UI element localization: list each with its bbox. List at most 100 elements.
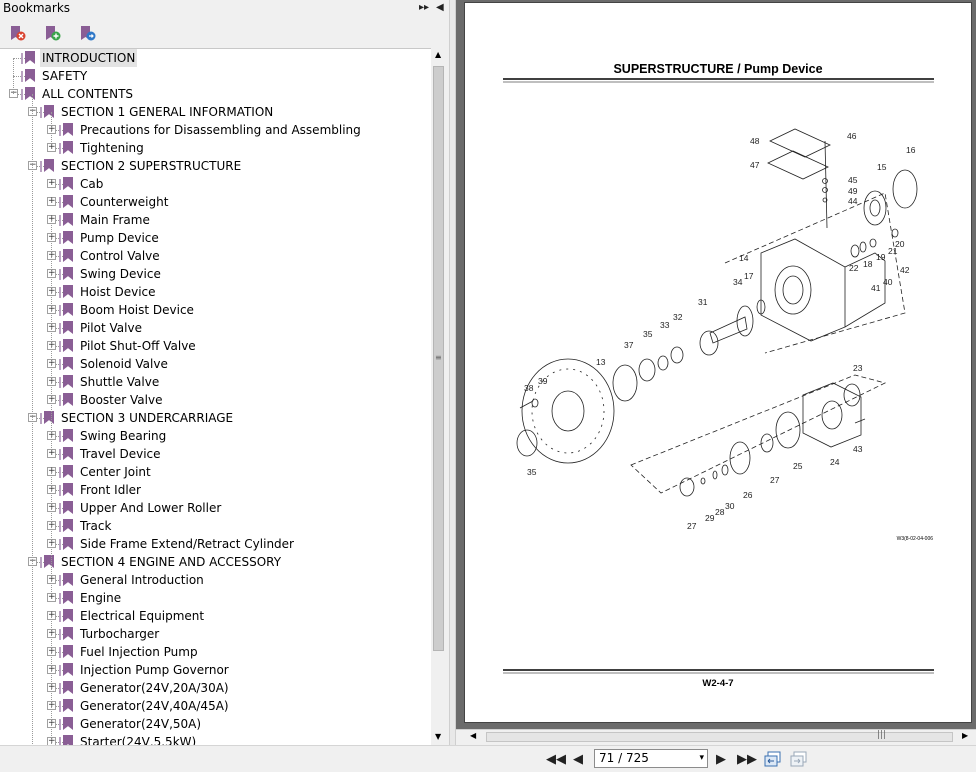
part-number: 49 bbox=[848, 186, 858, 196]
previous-view-icon[interactable] bbox=[764, 751, 782, 770]
bookmark-icon bbox=[59, 699, 73, 712]
bookmark-item[interactable]: +Main Frame bbox=[0, 211, 431, 229]
bookmark-icon bbox=[59, 483, 73, 496]
next-view-icon[interactable] bbox=[790, 751, 808, 770]
delete-bookmark-icon[interactable] bbox=[10, 25, 26, 43]
next-page-button[interactable]: ▶ bbox=[716, 752, 726, 767]
tree-guide-line bbox=[51, 472, 52, 594]
bookmark-item[interactable]: +Booster Valve bbox=[0, 391, 431, 409]
bookmark-item[interactable]: +Pilot Valve bbox=[0, 319, 431, 337]
bookmark-item[interactable]: + Counterweight bbox=[0, 193, 431, 211]
bookmark-icon bbox=[40, 411, 54, 424]
bookmark-item[interactable]: SAFETY bbox=[0, 67, 431, 85]
panel-options-icon[interactable]: ▸▸ bbox=[419, 2, 430, 13]
bookmark-label: Fuel Injection Pump bbox=[80, 645, 198, 659]
part-number: 29 bbox=[705, 513, 715, 523]
last-page-button[interactable]: ▶▶ bbox=[737, 752, 757, 767]
bookmark-item[interactable]: +Pilot Shut-Off Valve bbox=[0, 337, 431, 355]
bookmark-item[interactable]: INTRODUCTION bbox=[0, 49, 431, 67]
previous-page-button[interactable]: ◀ bbox=[573, 752, 583, 767]
bookmark-label: Main Frame bbox=[80, 213, 150, 227]
bookmark-label: Cab bbox=[80, 177, 104, 191]
bookmark-label: Pilot Valve bbox=[80, 321, 142, 335]
expand-node-icon[interactable]: + bbox=[47, 448, 56, 458]
bookmark-item[interactable]: −ALL CONTENTS bbox=[0, 85, 431, 103]
part-number: 35 bbox=[527, 467, 537, 477]
new-bookmark-icon[interactable] bbox=[45, 25, 61, 43]
bookmark-label: Engine bbox=[80, 591, 122, 605]
bookmark-item[interactable]: −SECTION 3 UNDERCARRIAGE bbox=[0, 409, 431, 427]
page-number-field[interactable]: 71 / 725 ▾ bbox=[594, 749, 708, 768]
bookmark-item[interactable]: −SECTION 4 ENGINE AND ACCESSORY bbox=[0, 553, 431, 571]
bookmark-icon bbox=[59, 123, 73, 136]
bookmark-item[interactable]: +Injection Pump Governor bbox=[0, 661, 431, 679]
panel-splitter[interactable] bbox=[449, 0, 456, 745]
bookmark-label: Upper And Lower Roller bbox=[80, 501, 222, 515]
bookmark-item[interactable]: +Generator(24V,20A/30A) bbox=[0, 679, 431, 697]
page-footer-number: W2-4-7 bbox=[702, 678, 733, 689]
pdf-page: SUPERSTRUCTURE / Pump Device bbox=[465, 3, 971, 722]
expand-node-icon[interactable]: + bbox=[47, 178, 56, 188]
bookmark-item[interactable]: +Starter(24V,5.5kW) bbox=[0, 733, 431, 745]
part-number: 21 bbox=[888, 246, 898, 256]
bookmark-item[interactable]: +Solenoid Valve bbox=[0, 355, 431, 373]
bookmark-item[interactable]: +Electrical Equipment bbox=[0, 607, 431, 625]
bookmark-item[interactable]: −SECTION 1 GENERAL INFORMATION bbox=[0, 103, 431, 121]
bookmark-item[interactable]: + Engine bbox=[0, 589, 431, 607]
bookmark-item[interactable]: +Upper And Lower Roller bbox=[0, 499, 431, 517]
chevron-down-icon[interactable]: ▾ bbox=[699, 753, 704, 763]
tree-guide-line bbox=[32, 94, 33, 745]
expand-node-icon[interactable]: + bbox=[47, 196, 56, 206]
bookmark-label: Turbocharger bbox=[80, 627, 160, 641]
document-scrollbar-thumb[interactable]: ||| bbox=[486, 730, 953, 742]
bookmark-item[interactable]: +Control Valve bbox=[0, 247, 431, 265]
bookmark-item[interactable]: +Track bbox=[0, 517, 431, 535]
bookmark-label: SAFETY bbox=[42, 69, 88, 83]
bookmark-item[interactable]: +Pump Device bbox=[0, 229, 431, 247]
bookmark-item[interactable]: +Turbocharger bbox=[0, 625, 431, 643]
bookmark-item[interactable]: +Center Joint bbox=[0, 463, 431, 481]
bookmark-options-icon[interactable] bbox=[80, 25, 96, 43]
bookmark-label: Track bbox=[80, 519, 112, 533]
bookmark-icon bbox=[59, 717, 73, 730]
bookmark-item[interactable]: + Tightening bbox=[0, 139, 431, 157]
bookmark-icon bbox=[59, 519, 73, 532]
part-number: 14 bbox=[739, 253, 749, 263]
bookmark-icon bbox=[59, 537, 73, 550]
expand-node-icon[interactable]: + bbox=[47, 592, 56, 602]
collapse-panel-icon[interactable]: ◀ bbox=[436, 2, 444, 13]
bookmark-item[interactable]: −SECTION 2 SUPERSTRUCTURE bbox=[0, 157, 431, 175]
bookmark-item[interactable]: +Precautions for Disassembling and Assem… bbox=[0, 121, 431, 139]
bookmark-item[interactable]: +Swing Device bbox=[0, 265, 431, 283]
part-number: 17 bbox=[744, 271, 754, 281]
bookmark-item[interactable]: +Shuttle Valve bbox=[0, 373, 431, 391]
tree-scrollbar-thumb[interactable]: ≡ bbox=[433, 66, 444, 651]
bookmark-item[interactable]: +Boom Hoist Device bbox=[0, 301, 431, 319]
bookmarks-toolbar bbox=[0, 18, 449, 48]
bookmark-item[interactable]: +General Introduction bbox=[0, 571, 431, 589]
bookmark-item[interactable]: +Travel Device bbox=[0, 445, 431, 463]
bookmark-label: Swing Bearing bbox=[80, 429, 167, 443]
bookmark-item[interactable]: +Generator(24V,50A) bbox=[0, 715, 431, 733]
bookmark-item[interactable]: +Fuel Injection Pump bbox=[0, 643, 431, 661]
bookmark-item[interactable]: +Swing Bearing bbox=[0, 427, 431, 445]
bookmark-label: ALL CONTENTS bbox=[42, 87, 134, 101]
bookmark-item[interactable]: +Hoist Device bbox=[0, 283, 431, 301]
bookmark-item[interactable]: +Generator(24V,40A/45A) bbox=[0, 697, 431, 715]
first-page-button[interactable]: ◀◀ bbox=[546, 752, 566, 767]
bookmark-label: Counterweight bbox=[80, 195, 169, 209]
bookmark-label: Tightening bbox=[80, 141, 144, 155]
bookmark-label: Generator(24V,50A) bbox=[80, 717, 202, 731]
part-number: 28 bbox=[715, 507, 725, 517]
bookmark-label: Front Idler bbox=[80, 483, 141, 497]
bookmark-label: Injection Pump Governor bbox=[80, 663, 229, 677]
bookmark-item[interactable]: +Side Frame Extend/Retract Cylinder bbox=[0, 535, 431, 553]
bookmark-item[interactable]: +Front Idler bbox=[0, 481, 431, 499]
expand-node-icon[interactable]: + bbox=[47, 142, 56, 152]
part-number: 32 bbox=[673, 312, 683, 322]
bookmark-item[interactable]: + Cab bbox=[0, 175, 431, 193]
part-number: 37 bbox=[624, 340, 634, 350]
bookmark-icon bbox=[21, 51, 35, 64]
bookmarks-panel-header: Bookmarks ▸▸ ◀ bbox=[0, 0, 449, 18]
bookmark-label: INTRODUCTION bbox=[40, 49, 138, 67]
